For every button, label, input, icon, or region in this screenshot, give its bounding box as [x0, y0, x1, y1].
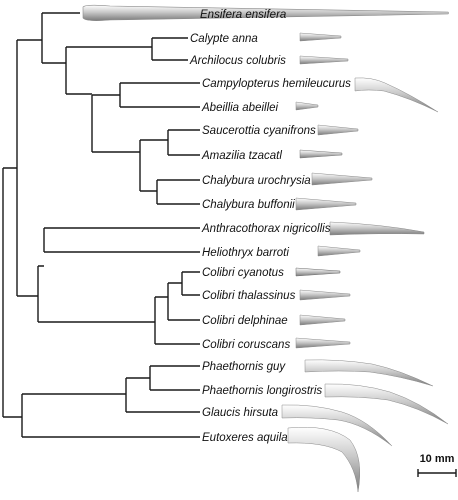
beak-illustrations — [82, 4, 449, 493]
tree-branch-phaethornis-clade — [125, 377, 200, 413]
beak-anthracothorax-nigricollis — [329, 221, 425, 236]
scale-bar-label: 10 mm — [420, 453, 455, 465]
taxon-label: Saucerottia cyanifrons — [202, 125, 316, 137]
tree-branch-phaethornis-pair — [149, 365, 200, 391]
taxon-label: Glaucis hirsuta — [202, 407, 278, 419]
taxon-label: Colibri coruscans — [202, 339, 290, 351]
beak-amazilia-tzacatl — [299, 149, 343, 159]
tree-branch-calypte-pair — [151, 37, 188, 61]
taxon-label: Phaethornis guy — [202, 361, 286, 373]
taxon-label: Anthracothorax nigricollis — [201, 223, 331, 235]
taxon-label: Amazilia tzacatl — [201, 150, 282, 162]
taxon-label: Campylopterus hemileucurus — [202, 78, 351, 90]
beak-eutoxeres-aquila — [287, 426, 360, 493]
tree-branch-campylopterus-pair — [119, 82, 200, 108]
beak-archilocus-colubris — [299, 55, 349, 65]
taxon-label: Heliothryx barroti — [202, 247, 289, 259]
tree-branch-colibri-cyanotus-pair — [181, 271, 200, 296]
tree-branch-root — [2, 167, 22, 418]
beak-chalybura-buffonii — [295, 197, 357, 211]
tree-branch-amazilia-clade — [139, 139, 168, 192]
taxon-label: Chalybura urochrysia — [202, 175, 311, 187]
beak-heliothryx-barroti — [317, 245, 361, 257]
scale-bar-line — [417, 469, 457, 477]
beak-campylopterus-hemileucurus — [354, 77, 439, 113]
beak-colibri-delphinae — [299, 314, 346, 326]
tree-branch-ensifera-clade — [41, 12, 80, 64]
taxon-label: Chalybura buffonii — [202, 199, 295, 211]
tree-branch-mango-clade — [37, 265, 155, 323]
tree-branch-hermit-clade — [21, 393, 200, 438]
taxon-label: Colibri delphinae — [202, 315, 288, 327]
scale-bar: 10 mm — [417, 453, 457, 477]
beak-glaucis-hirsuta — [281, 404, 393, 447]
tree-branch-chalybura-pair — [156, 179, 200, 205]
taxon-labels: Ensifera ensifera Calypte anna Archilocu… — [189, 9, 351, 444]
tree-branch-emerald-clade — [91, 94, 140, 153]
taxon-label: Eutoxeres aquila — [202, 432, 288, 444]
taxon-label: Colibri thalassinus — [202, 290, 296, 302]
beak-saucerottia-cyanifrons — [317, 124, 359, 136]
beak-ensifera-ensifera — [82, 4, 449, 21]
beak-phaethornis-longirostris — [324, 383, 449, 425]
beak-calypte-anna — [299, 32, 342, 42]
beak-phaethornis-guy — [304, 359, 434, 387]
beak-colibri-coruscans — [295, 337, 351, 349]
beak-colibri-cyanotus — [295, 267, 341, 277]
tree-branch-colibri-clade — [154, 296, 200, 345]
tree-branch-bee-clade — [65, 46, 152, 95]
taxon-label: Colibri cyanotus — [202, 267, 284, 279]
taxon-label: Ensifera ensifera — [200, 9, 286, 21]
tree-branch-backbone-a — [16, 39, 42, 297]
taxon-label: Archilocus colubris — [189, 55, 286, 67]
beak-colibri-thalassinus — [299, 289, 351, 301]
beak-chalybura-urochrysia — [311, 172, 373, 186]
taxon-label: Calypte anna — [190, 33, 258, 45]
tree-branch-anthracothorax-pair — [43, 227, 200, 253]
taxon-label: Phaethornis longirostris — [202, 385, 322, 397]
taxon-label: Abeillia abeillei — [201, 102, 279, 114]
tree-branch-colibri-subclade — [167, 282, 200, 321]
beak-abeillia-abeillei — [295, 101, 319, 111]
phylogenetic-tree — [2, 12, 200, 438]
tree-branch-saucerottia-pair — [167, 129, 200, 156]
